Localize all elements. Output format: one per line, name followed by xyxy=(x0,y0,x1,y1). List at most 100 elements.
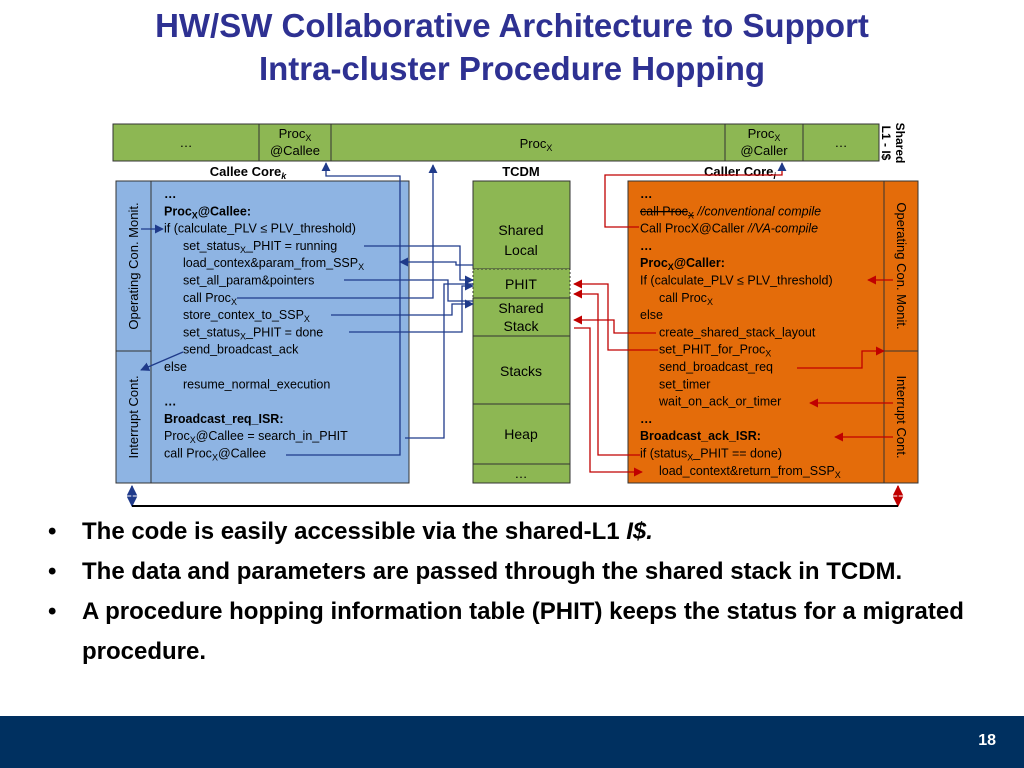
caller-arrows xyxy=(573,162,893,477)
tcdm-header: TCDM xyxy=(502,164,540,179)
callee-code-line: … xyxy=(164,395,177,409)
shared-l1-bar: … ProcX @Callee ProcX ProcX @Caller … Sh… xyxy=(112,123,907,164)
arrow-va-compile-to-l1 xyxy=(604,162,787,228)
arrow-broadcast-req xyxy=(797,346,885,369)
caller-code-line: else xyxy=(640,308,663,322)
caller-code-line: ProcX@Caller: xyxy=(640,256,725,272)
callee-code-line: set_statusX_PHIT = running xyxy=(183,239,337,255)
callee-code-line: … xyxy=(164,187,177,201)
arrow-set-status-running xyxy=(364,245,474,285)
arrow-ack-to-interrupt xyxy=(140,351,184,371)
caller-code-line: … xyxy=(640,187,653,201)
callee-code-line: ProcX@Callee: xyxy=(164,204,251,220)
callee-code-line: ProcX@Callee = search_in_PHIT xyxy=(164,429,348,445)
caller-code-line: Call ProcX@Caller //VA-compile xyxy=(640,222,818,236)
arrow-load-context xyxy=(399,257,473,267)
tcdm-ellipsis-label: … xyxy=(515,466,528,481)
l1-caller-label: ProcX xyxy=(748,126,781,143)
l1-callee-suffix: @Callee xyxy=(270,143,320,158)
caller-code-line: load_context&return_from_SSPX xyxy=(659,464,841,480)
caller-interrupt-box xyxy=(883,350,919,484)
tcdm-shared-local-l2: Local xyxy=(504,242,537,258)
footer-bar: 18 xyxy=(0,716,1024,768)
bullet-item: The data and parameters are passed throu… xyxy=(48,552,1008,592)
l1-ellipsis-right: … xyxy=(835,135,848,150)
arrow-search-phit xyxy=(405,283,473,439)
l1-caller-suffix: @Caller xyxy=(740,143,788,158)
arrow-shared-stack-layout xyxy=(573,315,656,334)
arrow-call-proc-to-l1 xyxy=(237,164,438,299)
l1-cell-left xyxy=(112,123,260,162)
caller-code-line: send_broadcast_req xyxy=(659,360,773,374)
architecture-diagram: … ProcX @Callee ProcX ProcX @Caller … Sh… xyxy=(112,123,919,508)
tcdm-shared-stack-box xyxy=(472,297,571,337)
caller-monitor-label: Operating Con. Monit. xyxy=(894,202,909,329)
title-line-2: Intra-cluster Procedure Hopping xyxy=(258,50,766,87)
callee-arrows xyxy=(140,162,474,456)
caller-code-line: Broadcast_ack_ISR: xyxy=(640,429,761,443)
tcdm-shared-local-l1: Shared xyxy=(498,222,543,238)
callee-code-lines: … ProcX@Callee: if (calculate_PLV ≤ PLV_th… xyxy=(164,187,364,463)
callee-code-line: set_statusX_PHIT = done xyxy=(183,325,323,341)
l1-callee-label: ProcX xyxy=(279,126,312,143)
callee-interrupt-box xyxy=(115,350,152,484)
caller-code-line: If (calculate_PLV ≤ PLV_threshold) xyxy=(640,274,833,288)
callee-code-line: if (calculate_PLV ≤ PLV_threshold) xyxy=(164,222,356,236)
caller-code-line: … xyxy=(640,239,653,253)
tcdm-stacks-label: Stacks xyxy=(500,363,542,379)
callee-code-line: call ProcX xyxy=(183,291,237,307)
arrow-return-from-ssp xyxy=(574,327,643,477)
callee-code-line: set_all_param&pointers xyxy=(183,274,314,288)
callee-code-line: send_broadcast_ack xyxy=(183,343,299,357)
l1-side-label: Shared L1 - I$ xyxy=(879,123,907,164)
tcdm-phit-label: PHIT xyxy=(505,276,537,292)
caller-code-line: call ProcX xyxy=(659,291,713,307)
svg-text:Shared: Shared xyxy=(893,123,907,164)
bullet-item: The code is easily accessible via the sh… xyxy=(48,512,1008,552)
callee-core-header: Callee Corek xyxy=(210,164,288,181)
tcdm-heap-label: Heap xyxy=(504,426,538,442)
caller-code-line: if (statusX_PHIT == done) xyxy=(640,447,782,463)
callee-code-line: Broadcast_req_ISR: xyxy=(164,412,284,426)
callee-monitor-label: Operating Con. Monit. xyxy=(126,202,141,329)
caller-monitor-box xyxy=(883,180,919,352)
l1-ellipsis-left: … xyxy=(180,135,193,150)
caller-core: Operating Con. Monit. Interrupt Cont. … c… xyxy=(627,180,919,484)
caller-code-line: set_PHIT_for_ProcX xyxy=(659,343,771,359)
tcdm-ellipsis-box xyxy=(472,463,571,484)
callee-code-line: call ProcX@Callee xyxy=(164,447,266,463)
caller-code-line: call ProcX //conventional compile xyxy=(640,204,821,220)
arrow-set-params xyxy=(344,279,473,302)
title-line-1: HW/SW Collaborative Architecture to Supp… xyxy=(155,7,869,44)
slide-title: HW/SW Collaborative Architecture to Supp… xyxy=(0,4,1024,90)
caller-core-header: Caller Corei xyxy=(704,164,776,181)
arrow-status-check xyxy=(573,289,640,456)
callee-interrupt-label: Interrupt Cont. xyxy=(126,375,141,458)
tcdm-shared-stack-l1: Shared xyxy=(498,300,543,316)
tcdm-phit-box xyxy=(472,268,571,299)
caller-interrupt-label: Interrupt Cont. xyxy=(894,375,909,458)
caller-code-line: wait_on_ack_or_timer xyxy=(658,395,781,409)
caller-code-line: set_timer xyxy=(659,377,710,391)
arrow-set-status-done xyxy=(349,281,474,333)
page-number: 18 xyxy=(978,732,996,749)
tcdm-memory: Shared Local PHIT Shared Stack Stacks He… xyxy=(472,180,571,484)
caller-code-line: create_shared_stack_layout xyxy=(659,325,816,339)
caller-code-line: … xyxy=(640,412,653,426)
svg-text:L1 - I$: L1 - I$ xyxy=(879,126,893,161)
arrow-call-callee-to-l1 xyxy=(286,162,401,456)
callee-code-line: resume_normal_execution xyxy=(183,377,330,391)
interconnect-bus xyxy=(126,484,904,508)
callee-code-line: store_contex_to_SSPX xyxy=(183,308,310,324)
tcdm-heap-box xyxy=(472,403,571,465)
callee-code-line: load_contex&param_from_SSPX xyxy=(183,256,364,272)
callee-code-line: else xyxy=(164,360,187,374)
tcdm-shared-stack-l2: Stack xyxy=(503,318,539,334)
arrow-set-phit xyxy=(573,279,658,351)
l1-center-label: ProcX xyxy=(520,136,553,153)
l1-cell-caller xyxy=(724,123,804,162)
tcdm-stacks-box xyxy=(472,335,571,405)
bullet-item: A procedure hopping information table (P… xyxy=(48,592,1008,672)
bullet-list: The code is easily accessible via the sh… xyxy=(48,512,1008,672)
